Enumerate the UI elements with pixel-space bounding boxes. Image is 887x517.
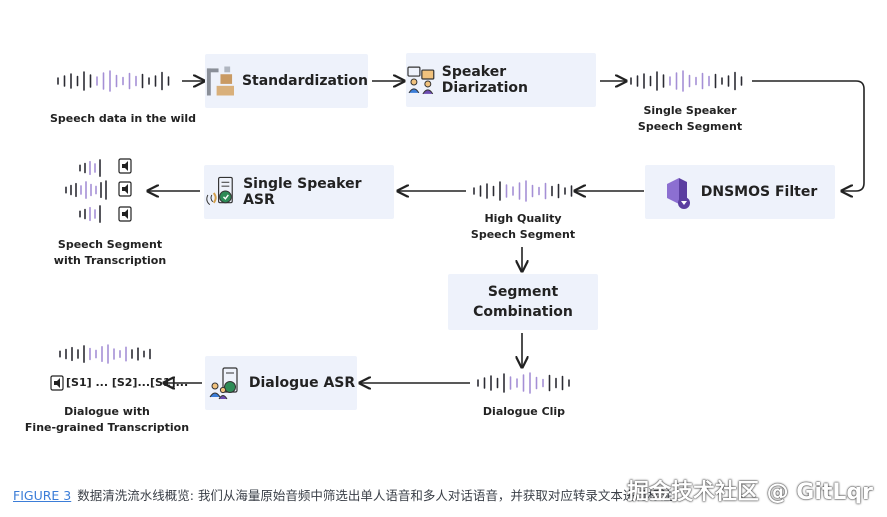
waveform-dialogue-output [59,344,151,364]
flow-arrows [148,80,865,383]
watermark: 掘金技术社区 @ GitLqr [626,480,873,505]
speaker-diarization-box: Speaker Diarization [406,53,596,107]
high-quality-line1: High Quality [484,212,562,225]
dnsmos-filter-label: DNSMOS Filter [700,184,818,200]
segment-transcription-line2: with Transcription [53,254,167,267]
standardization-label: Standardization [241,73,368,89]
high-quality-segment-label: High Quality Speech Segment [455,211,591,243]
single-speaker-segment-line1: Single Speaker [643,104,737,117]
waveform-single-speaker [630,70,743,92]
dialogue-fine-line1: Dialogue with [64,405,150,418]
segment-transcription-line1: Speech Segment [57,238,163,251]
dialogue-fine-label: Dialogue with Fine-grained Transcription [22,404,192,436]
arrow-segment-to-dnsmos [752,80,865,191]
dnsmos-filter-box: DNSMOS Filter [645,165,835,219]
standardize-icon [206,66,235,96]
single-speaker-asr-label: Single Speaker ASR [243,176,362,208]
dialogue-asr-icon [209,367,238,400]
waveform-high-quality [473,180,573,202]
asr-icon [206,176,233,206]
segment-combination-line2: Combination [473,304,573,320]
dialogue-clip-label: Dialogue Clip [482,405,566,418]
dialogue-tags: [S1] ... [S2]...[S1]... [66,376,189,389]
figure-caption: FIGURE 3 数据清洗流水线概览: 我们从海量原始音频中筛选出单人语音和多人对… [13,485,673,504]
dialogue-asr-label: Dialogue ASR [248,375,356,391]
waveform-transcription-1 [79,159,101,177]
dnsmos-icon [666,178,690,209]
caption-text: 数据清洗流水线概览: 我们从海量原始音频中筛选出单人语音和多人对话语音，并获取对… [77,488,673,503]
speech-wild-label: Speech data in the wild [49,112,197,125]
dialogue-fine-line2: Fine-grained Transcription [24,421,190,434]
speaker-diarization-label: Speaker Diarization [441,64,528,96]
segment-transcription-label: Speech Segment with Transcription [40,237,180,269]
speaker-file-icon [50,158,132,391]
speaker-diarization-icon [407,66,435,95]
waveform-transcription-3 [79,205,101,223]
waveform-dialogue-clip [477,372,570,394]
standardization-box: Standardization [205,54,368,108]
high-quality-line2: Speech Segment [470,228,576,241]
waveform-transcription-2 [65,180,107,200]
dialogue-asr-box: Dialogue ASR [205,356,357,410]
segment-combination-box: Segment Combination [448,274,598,330]
waveform-wild [57,70,170,92]
single-speaker-asr-box: Single Speaker ASR [204,165,394,219]
single-speaker-segment-label: Single Speaker Speech Segment [620,103,760,135]
single-speaker-segment-line2: Speech Segment [637,120,743,133]
figure-number-link[interactable]: FIGURE 3 [13,488,72,503]
segment-combination-line1: Segment [487,284,559,300]
